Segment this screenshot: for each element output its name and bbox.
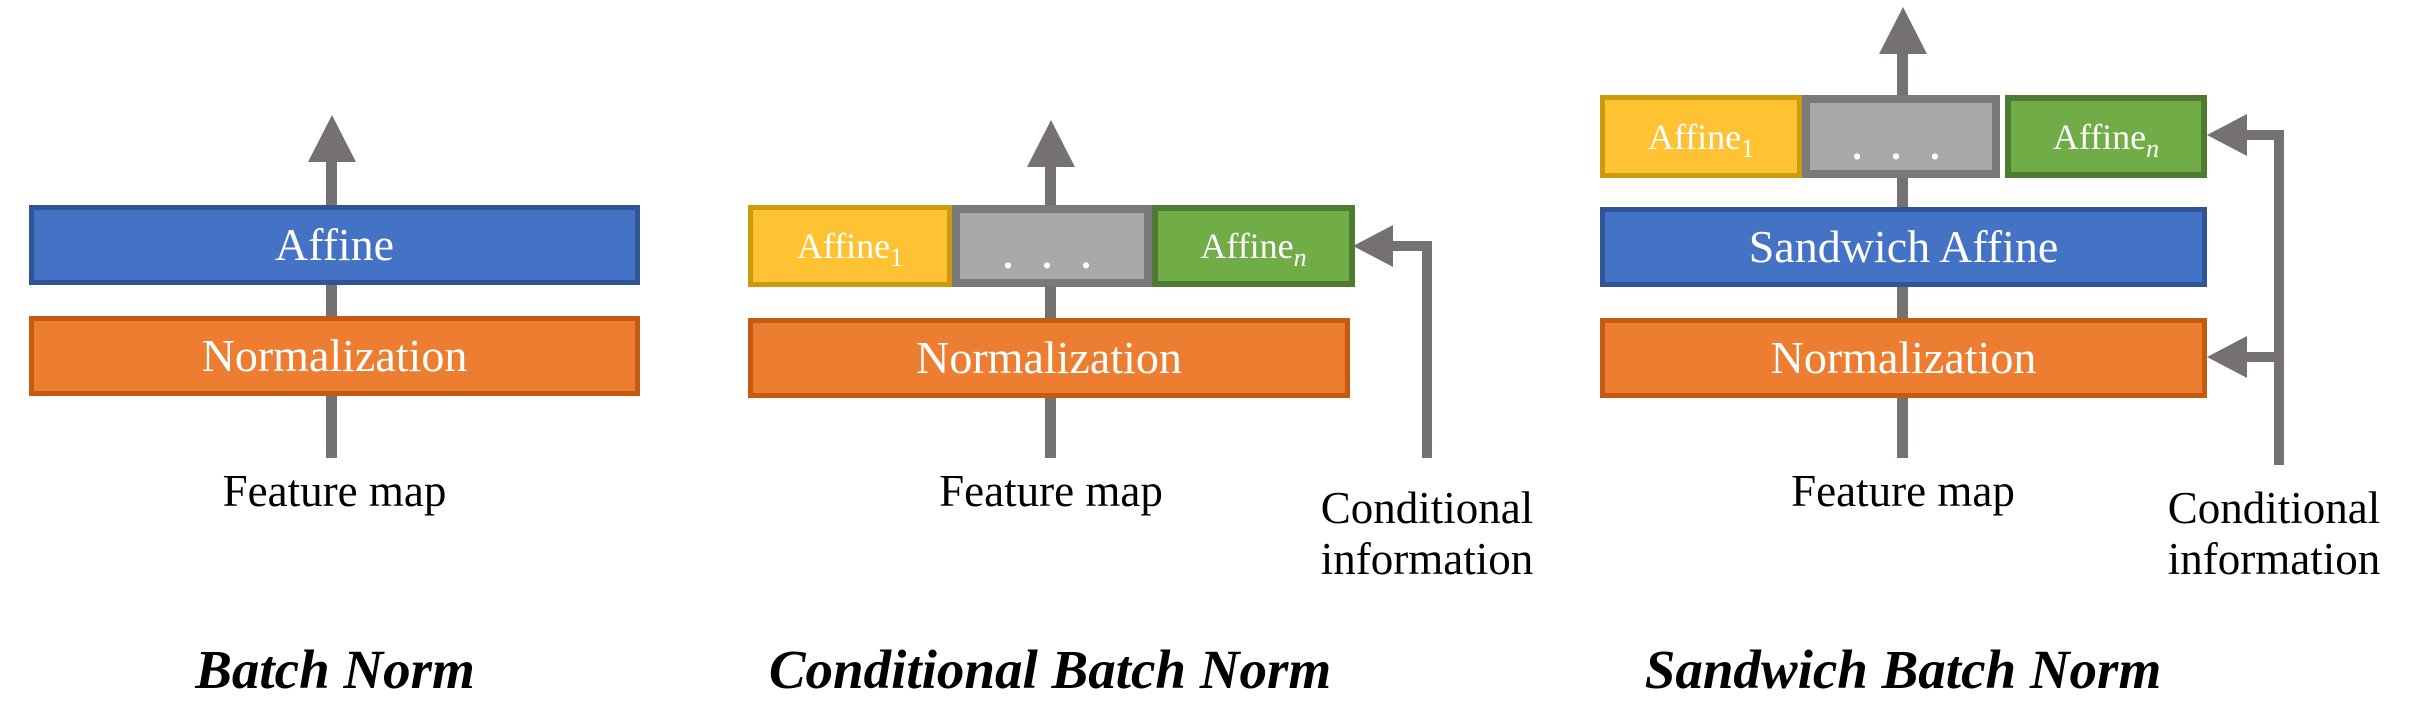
affine-n-box: Affinen [1152,205,1355,287]
normalization-box: Normalization [1600,318,2207,398]
left-arrow-icon [1353,225,1393,267]
conditional-arrow-vertical [1422,241,1432,458]
conditional-arrow-horizontal-top [2245,130,2284,140]
affine-n-box-label: Affinen [1200,226,1307,272]
diagram-title: Sandwich Batch Norm [1644,639,2162,700]
left-arrow-icon [2207,336,2247,378]
up-arrow-shaft [326,158,337,458]
affine-n-box: Affinen [2005,95,2207,178]
normalization-box: Normalization [748,318,1350,398]
conditional-arrow-horizontal-bottom [2245,352,2284,362]
normalization-box-label: Normalization [1770,332,2037,383]
normalization-box-label: Normalization [916,332,1182,383]
affine-n-box-label: Affinen [2052,116,2160,163]
feature-map-label: Feature map [1791,466,2015,516]
feature-map-label: Feature map [939,466,1163,516]
normalization-box-label: Normalization [201,330,468,381]
conditional-arrow-vertical [2274,130,2284,465]
up-arrow-icon [308,115,356,162]
conditional-arrow-horizontal [1391,241,1432,251]
up-arrow-icon [1027,120,1075,167]
affine-box: Affine [29,205,640,285]
affine-dots-box: . . . [1802,95,2000,178]
left-arrow-icon [2207,114,2247,156]
normalization-box: Normalization [29,316,640,396]
affine-1-box-label: Affine1 [1647,116,1755,163]
affine-1-box-label: Affine1 [796,226,904,272]
sandwich-affine-box-label: Sandwich Affine [1748,221,2059,272]
sandwich-affine-box: Sandwich Affine [1600,207,2207,287]
ellipsis-label: . . . [1003,235,1101,277]
up-arrow-icon [1879,7,1927,54]
diagram-title: Batch Norm [195,639,475,700]
diagram-title: Conditional Batch Norm [768,639,1332,700]
ellipsis-label: . . . [1852,125,1950,168]
affine-1-box: Affine1 [748,205,952,287]
conditional-information-label: Conditional information [1320,483,1534,584]
affine-1-box: Affine1 [1600,95,1802,178]
affine-dots-box: . . . [952,205,1152,287]
feature-map-label: Feature map [222,466,447,516]
up-arrow-shaft [1045,163,1056,458]
conditional-information-label: Conditional information [2167,483,2381,584]
affine-box-label: Affine [274,219,395,270]
